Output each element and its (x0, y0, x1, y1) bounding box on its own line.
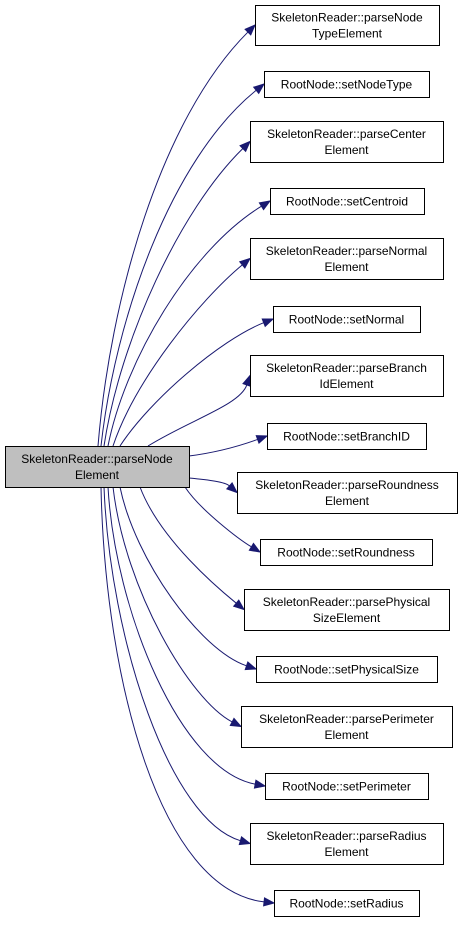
node-box (250, 121, 444, 163)
callee-node[interactable]: RootNode::setRoundness (260, 539, 433, 566)
arrowhead (232, 599, 246, 611)
node-label: Element (324, 728, 369, 742)
node-box (5, 446, 190, 488)
callee-node[interactable]: RootNode::setCentroid (270, 188, 425, 215)
nodes: SkeletonReader::parseNodeElementSkeleton… (5, 5, 458, 917)
arrowhead (238, 257, 252, 269)
node-label: TypeElement (312, 27, 383, 41)
arrowhead (225, 482, 239, 494)
call-edge (188, 438, 258, 457)
node-label: SkeletonReader::parsePhysical (263, 595, 430, 609)
node-label: RootNode::setPerimeter (282, 780, 411, 794)
node-box (256, 656, 438, 683)
arrowhead (255, 435, 269, 445)
node-label: SkeletonReader::parseRoundness (255, 478, 438, 492)
node-label: SkeletonReader::parseBranch (266, 361, 427, 375)
node-box (274, 890, 420, 917)
node-label: Element (324, 845, 369, 859)
arrowhead (242, 374, 252, 387)
node-box (241, 706, 453, 748)
arrowhead (248, 542, 262, 553)
call-edge (103, 148, 244, 447)
node-label: RootNode::setRoundness (277, 546, 414, 560)
node-label: SizeElement (313, 611, 381, 625)
node-box (255, 5, 440, 46)
call-edge (147, 384, 248, 447)
arrowhead (239, 140, 251, 153)
node-label: RootNode::setNodeType (281, 78, 413, 92)
node-label: RootNode::setNormal (289, 313, 404, 327)
node-box (270, 188, 425, 215)
callee-node[interactable]: RootNode::setNormal (273, 306, 421, 333)
callee-node[interactable]: RootNode::setRadius (274, 890, 420, 917)
node-box (250, 823, 444, 865)
call-edge (107, 205, 262, 447)
node-box (267, 423, 427, 450)
arrowhead (261, 318, 275, 328)
call-edge (100, 89, 257, 447)
arrowhead (263, 897, 276, 907)
node-label: SkeletonReader::parseRadius (266, 829, 426, 843)
arrowhead (238, 835, 252, 846)
node-label: RootNode::setCentroid (286, 195, 408, 209)
node-label: Element (325, 494, 370, 508)
node-label: Element (324, 143, 369, 157)
node-label: RootNode::setPhysicalSize (274, 663, 419, 677)
call-edge (112, 486, 233, 723)
arrowhead (244, 24, 256, 36)
arrowhead (244, 661, 258, 671)
node-label: IdElement (319, 377, 374, 391)
node-label: RootNode::setBranchID (283, 430, 410, 444)
node-label: SkeletonReader::parseCenter (267, 127, 426, 141)
call-edge (119, 486, 247, 667)
arrowhead (229, 717, 243, 728)
arrowhead (252, 83, 266, 95)
node-box (250, 355, 444, 397)
node-label: Element (324, 260, 369, 274)
node-box (250, 238, 444, 280)
arrowhead (258, 200, 272, 211)
node-box (244, 589, 450, 631)
callee-node[interactable]: RootNode::setNodeType (264, 71, 430, 98)
node-label: Element (75, 468, 120, 482)
node-label: RootNode::setRadius (289, 897, 403, 911)
arrowhead (253, 779, 267, 789)
callee-node[interactable]: RootNode::setBranchID (267, 423, 427, 450)
call-edge (112, 264, 243, 447)
node-box (265, 773, 429, 800)
edges (97, 24, 276, 907)
callee-node[interactable]: RootNode::setPhysicalSize (256, 656, 438, 683)
node-label: SkeletonReader::parseNode (271, 11, 423, 25)
call-edge (97, 31, 249, 447)
call-edge (188, 477, 230, 487)
node-label: SkeletonReader::parseNode (21, 452, 173, 466)
call-edge (103, 486, 241, 842)
node-label: SkeletonReader::parsePerimeter (259, 712, 434, 726)
call-edge (107, 486, 256, 785)
node-box (260, 539, 433, 566)
call-edge (184, 486, 252, 548)
call-edge (100, 486, 265, 903)
call-edge (119, 322, 264, 447)
callee-node[interactable]: RootNode::setPerimeter (265, 773, 429, 800)
node-box (264, 71, 430, 98)
node-box (273, 306, 421, 333)
node-label: SkeletonReader::parseNormal (266, 244, 427, 258)
call-edge (139, 486, 237, 604)
node-box (237, 472, 458, 514)
